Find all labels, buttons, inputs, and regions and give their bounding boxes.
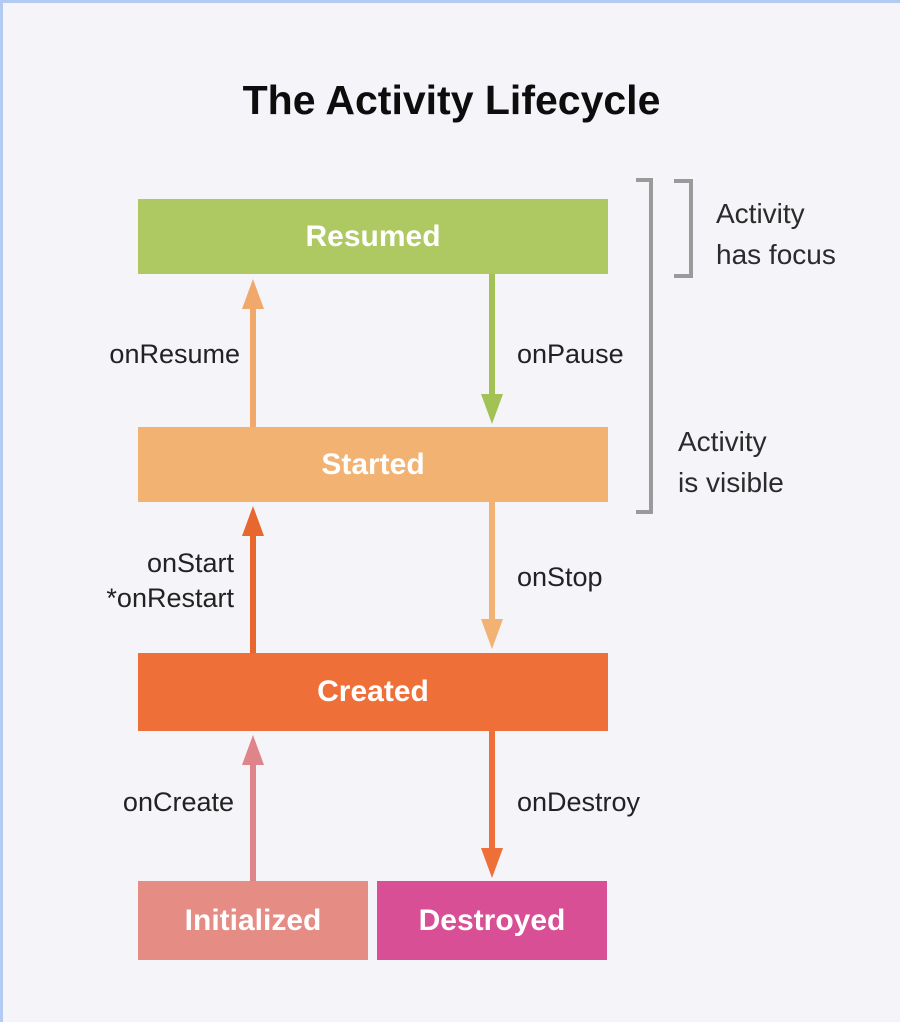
state-box-started: Started (138, 427, 608, 502)
state-box-created: Created (138, 653, 608, 731)
annotation-visible-line1: Activity (678, 426, 767, 457)
onstop-arrow-head (481, 619, 503, 649)
annotation-visible-line2: is visible (678, 467, 784, 498)
onresume-arrow-head (242, 279, 264, 309)
state-box-initialized: Initialized (138, 881, 368, 960)
transition-label-onresume: onResume (109, 339, 240, 369)
transition-label-onstart-onrestart: onStart *onRestart (106, 546, 234, 616)
onresume-up-arrow-icon (242, 279, 264, 427)
transition-label-ondestroy: onDestroy (517, 787, 641, 817)
state-box-resumed: Resumed (138, 199, 608, 274)
diagram-title: The Activity Lifecycle (242, 77, 661, 123)
onstart-arrow-head (242, 506, 264, 536)
ondestroy-down-arrow-icon (481, 731, 503, 878)
annotation-focus-line2: has focus (716, 239, 836, 270)
state-label-started: Started (321, 447, 425, 481)
annotation-focus-line1: Activity (716, 198, 805, 229)
ondestroy-arrow-head (481, 848, 503, 878)
state-label-created: Created (317, 675, 429, 708)
transition-label-oncreate: onCreate (122, 787, 234, 817)
transition-label-onstart-line2: *onRestart (106, 583, 234, 613)
oncreate-arrow-head (242, 735, 264, 765)
state-box-destroyed: Destroyed (377, 881, 607, 960)
oncreate-up-arrow-icon (242, 735, 264, 881)
state-label-resumed: Resumed (305, 219, 441, 253)
transition-label-onstop: onStop (517, 562, 603, 592)
annotation-activity-is-visible: Activity is visible (678, 421, 784, 503)
transition-label-onstart-line1: onStart (146, 548, 234, 578)
onstop-down-arrow-icon (481, 502, 503, 649)
onpause-arrow-head (481, 394, 503, 424)
onstart-up-arrow-icon (242, 506, 264, 653)
onpause-down-arrow-icon (481, 274, 503, 424)
arrows-and-brackets-layer (242, 178, 693, 881)
state-label-destroyed: Destroyed (418, 903, 566, 937)
has-focus-bracket (674, 179, 693, 278)
state-label-initialized: Initialized (184, 903, 322, 937)
annotation-activity-has-focus: Activity has focus (716, 193, 836, 275)
is-visible-bracket (636, 178, 653, 514)
transition-label-onpause: onPause (517, 339, 624, 369)
